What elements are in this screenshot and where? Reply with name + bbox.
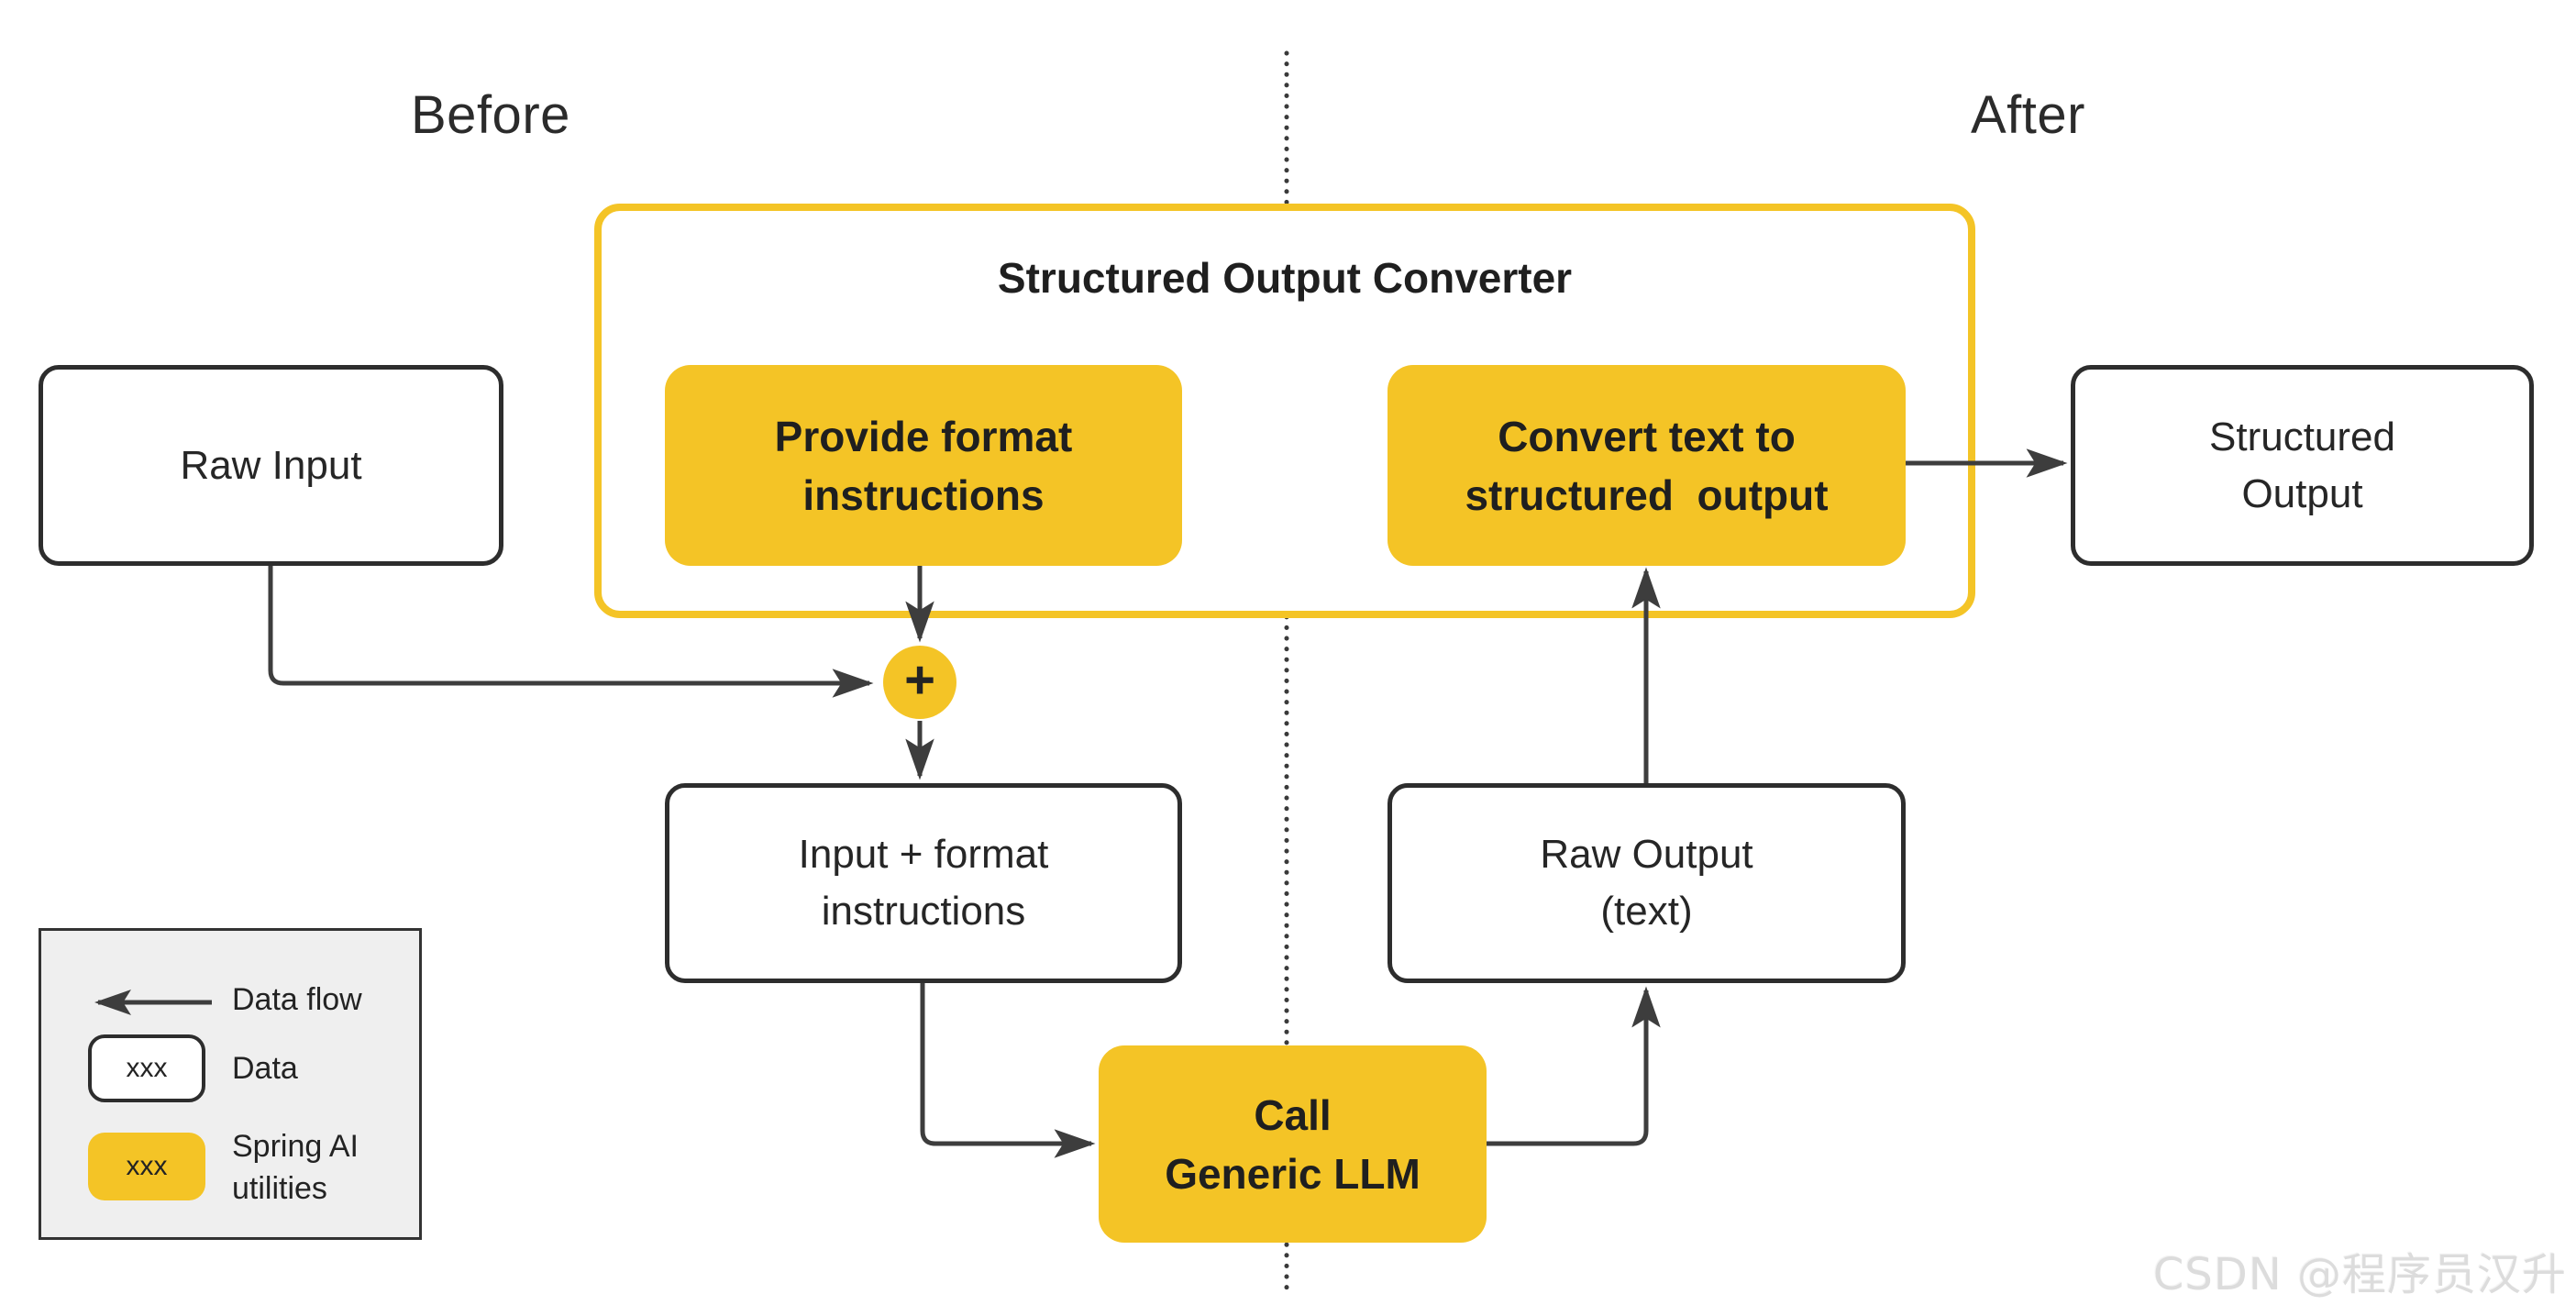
edge-input-format-to-llm [920, 983, 1096, 1158]
legend-utility-label-line2: utilities [232, 1171, 327, 1206]
converter-title: Structured Output Converter [997, 254, 1573, 302]
node-raw-output: Raw Output (text) [1388, 783, 1906, 983]
node-input-format-line2: instructions [821, 889, 1026, 934]
node-call-llm-line1: Call [1254, 1090, 1332, 1139]
node-input-format-line1: Input + format [798, 832, 1049, 877]
legend-data-label: Data [232, 1051, 298, 1086]
watermark: CSDN @程序员汉升 [2152, 1249, 2567, 1300]
step-convert-text-line1: Convert text to [1498, 412, 1796, 460]
legend-utility-label: Spring AI utilities [232, 1125, 359, 1210]
node-call-llm-line2: Generic LLM [1165, 1149, 1421, 1198]
node-structured-output: Structured Output [2071, 365, 2534, 566]
plus-icon: + [904, 649, 935, 710]
node-raw-output-line2: (text) [1600, 889, 1693, 934]
node-raw-output-line1: Raw Output [1540, 832, 1753, 877]
node-structured-output-line1: Structured [2209, 414, 2395, 459]
legend: Data flow xxx Data xxx Spring AI utiliti… [39, 928, 422, 1240]
step-convert-text: Convert text to structured output [1388, 365, 1906, 566]
legend-utility-sample-box: xxx [88, 1133, 205, 1200]
step-convert-text-line2: structured output [1465, 470, 1829, 519]
node-input-format: Input + format instructions [665, 783, 1182, 983]
before-label: Before [411, 85, 570, 145]
node-structured-output-line2: Output [2241, 470, 2363, 516]
legend-data-flow-label: Data flow [232, 982, 362, 1017]
node-call-llm: Call Generic LLM [1099, 1045, 1487, 1243]
node-raw-input: Raw Input [39, 365, 503, 566]
step-provide-format-line1: Provide format [774, 412, 1073, 460]
legend-data-sample-box: xxx [88, 1034, 205, 1102]
after-label: After [1971, 85, 2085, 145]
step-provide-format-line2: instructions [802, 470, 1045, 519]
plus-junction: + [883, 646, 956, 719]
legend-data-sample-text: xxx [126, 1053, 168, 1083]
legend-utility-label-line1: Spring AI [232, 1129, 359, 1164]
edge-llm-to-raw-output [1487, 986, 1661, 1146]
data-flow-arrow-icon [94, 990, 212, 1015]
step-provide-format: Provide format instructions [665, 365, 1182, 566]
legend-utility-sample-text: xxx [126, 1151, 168, 1181]
node-raw-input-label: Raw Input [180, 442, 362, 488]
